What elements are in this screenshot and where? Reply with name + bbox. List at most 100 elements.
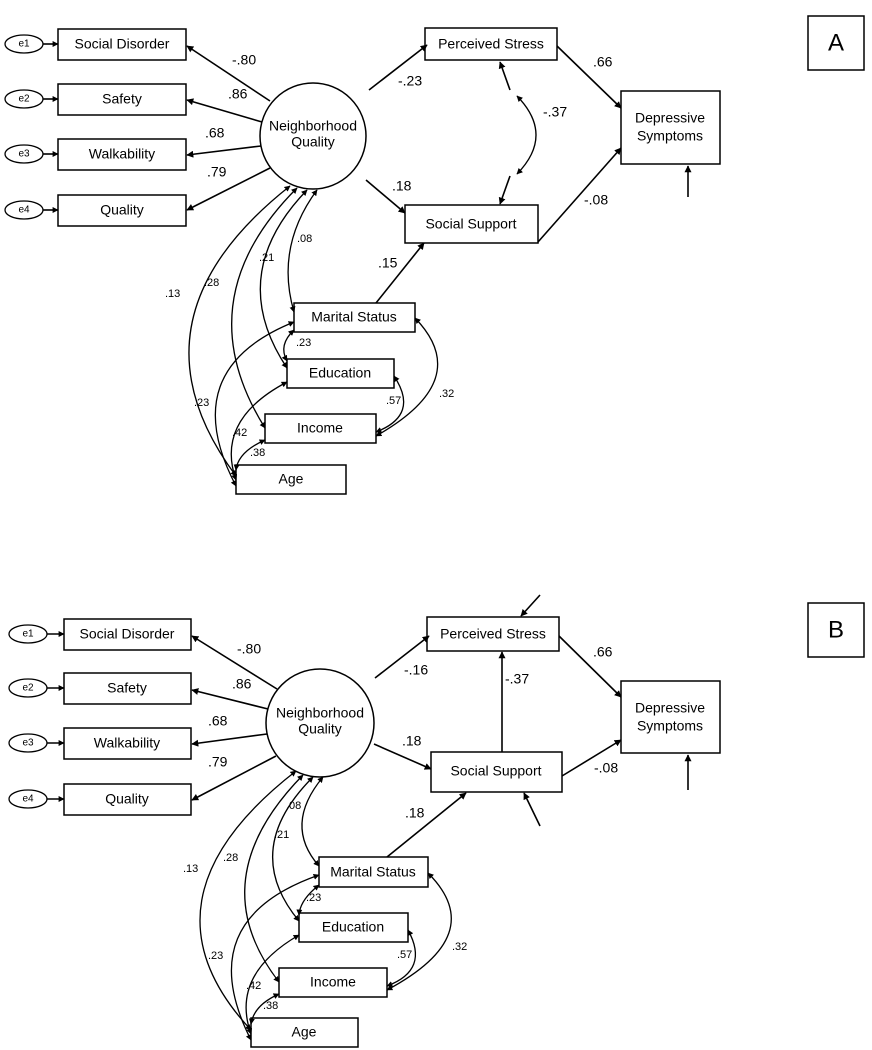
path-nq-walkability bbox=[191, 733, 268, 747]
node-label: Income bbox=[310, 974, 356, 990]
node-quality bbox=[57, 194, 187, 227]
path-nq-social-disorder bbox=[186, 45, 271, 102]
path-nq-support bbox=[373, 743, 432, 770]
cov-label: .08 bbox=[286, 800, 301, 812]
coef-label: .15 bbox=[378, 255, 398, 271]
coef-label: -.08 bbox=[594, 760, 618, 776]
node-label: Social Support bbox=[450, 763, 541, 779]
path-marital-support bbox=[386, 792, 467, 858]
coef-label: -.16 bbox=[404, 662, 428, 678]
node-label: Walkability bbox=[94, 735, 160, 751]
cov-label: .13 bbox=[183, 863, 198, 875]
node-quality bbox=[63, 783, 192, 816]
node-label: Safety bbox=[107, 680, 147, 696]
coef-label: -.08 bbox=[584, 192, 608, 208]
node-safety bbox=[57, 83, 187, 116]
node-label: Symptoms bbox=[637, 128, 703, 144]
cov-label: .08 bbox=[297, 233, 312, 245]
node-label: Quality bbox=[100, 202, 144, 218]
path-stress-dep bbox=[556, 45, 622, 109]
panel-label-box bbox=[807, 15, 865, 71]
cov-nq-marital bbox=[287, 189, 318, 313]
cov-label: .23 bbox=[306, 892, 321, 904]
cov-label: .57 bbox=[397, 949, 412, 961]
error-label: e1 bbox=[22, 629, 34, 640]
cov-nq-age bbox=[188, 185, 291, 477]
cov-label: .13 bbox=[165, 288, 180, 300]
path-support-dep bbox=[561, 739, 622, 777]
node-perceived-stress bbox=[426, 616, 560, 652]
node-label: Walkability bbox=[89, 146, 155, 162]
node-label: Income bbox=[297, 420, 343, 436]
error-label: e2 bbox=[22, 683, 34, 694]
coef-label: .79 bbox=[208, 754, 228, 770]
path-nq-safety bbox=[186, 98, 263, 123]
cov-label: .32 bbox=[439, 388, 454, 400]
coef-label: .18 bbox=[392, 178, 412, 194]
node-label: Social Disorder bbox=[80, 626, 175, 642]
coef-label: -.37 bbox=[543, 104, 567, 120]
coef-label: .18 bbox=[405, 805, 425, 821]
error-label: e3 bbox=[18, 149, 30, 160]
node-label: Perceived Stress bbox=[440, 626, 546, 642]
cov-label: .57 bbox=[386, 395, 401, 407]
error-label: e2 bbox=[18, 94, 30, 105]
cov-label: .23 bbox=[194, 397, 209, 409]
coef-label: .86 bbox=[232, 676, 252, 692]
cov-label: .42 bbox=[232, 427, 247, 439]
node-label: Marital Status bbox=[311, 309, 397, 325]
node-depressive-symptoms bbox=[620, 680, 721, 754]
cov-education-age bbox=[245, 934, 300, 1035]
panel-b: B e1 e2 e3 e4 Social Disorder Safety Wal… bbox=[8, 594, 865, 1048]
node-safety bbox=[63, 672, 192, 705]
node-perceived-stress bbox=[424, 27, 558, 61]
cov-marital-education bbox=[281, 329, 295, 362]
path-nq-quality bbox=[191, 755, 277, 801]
path-support-dep bbox=[537, 147, 622, 243]
path-stress-dep bbox=[558, 635, 622, 698]
coef-label: .66 bbox=[593, 54, 613, 70]
node-walkability bbox=[57, 138, 187, 171]
coef-label: .68 bbox=[208, 713, 228, 729]
error-terms: e1 e2 e3 e4 bbox=[4, 34, 59, 220]
node-label: Perceived Stress bbox=[438, 36, 544, 52]
error-label: e4 bbox=[22, 794, 34, 805]
cov-income-age bbox=[248, 993, 280, 1025]
cov-label: .23 bbox=[208, 950, 223, 962]
node-label: Education bbox=[322, 919, 384, 935]
error-terms: e1 e2 e3 e4 bbox=[8, 624, 65, 809]
node-label: Quality bbox=[298, 721, 342, 737]
residual-covariance bbox=[516, 95, 537, 175]
coef-label: .86 bbox=[228, 86, 248, 102]
cov-nq-income bbox=[231, 187, 298, 429]
cov-label: .21 bbox=[259, 252, 274, 264]
node-label: Depressive bbox=[635, 110, 705, 126]
cov-marital-age bbox=[230, 873, 320, 1041]
path-nq-quality bbox=[186, 167, 271, 211]
node-social-support bbox=[430, 751, 563, 793]
coef-label: .68 bbox=[205, 125, 225, 141]
cov-nq-marital bbox=[301, 776, 324, 867]
coef-label: -.37 bbox=[505, 671, 529, 687]
node-label: Safety bbox=[102, 91, 142, 107]
node-social-disorder bbox=[63, 618, 192, 651]
residual-arrow-stress bbox=[498, 61, 511, 91]
node-label: Depressive bbox=[635, 700, 705, 716]
path-nq-social-disorder bbox=[191, 635, 278, 690]
node-social-support bbox=[404, 204, 539, 244]
node-label: Neighborhood bbox=[269, 118, 357, 134]
panel-label-box bbox=[807, 602, 865, 658]
node-label: Social Disorder bbox=[75, 36, 170, 52]
cov-label: .23 bbox=[296, 337, 311, 349]
coef-label: .79 bbox=[207, 164, 227, 180]
coef-label: .18 bbox=[402, 733, 422, 749]
node-label: Social Support bbox=[425, 216, 516, 232]
panel-label: B bbox=[828, 616, 844, 643]
node-depressive-symptoms bbox=[620, 90, 721, 165]
cov-education-income bbox=[375, 375, 405, 433]
panel-label: A bbox=[828, 29, 844, 56]
coef-label: -.80 bbox=[237, 641, 261, 657]
node-label: Education bbox=[309, 365, 371, 381]
error-label: e1 bbox=[18, 39, 30, 50]
